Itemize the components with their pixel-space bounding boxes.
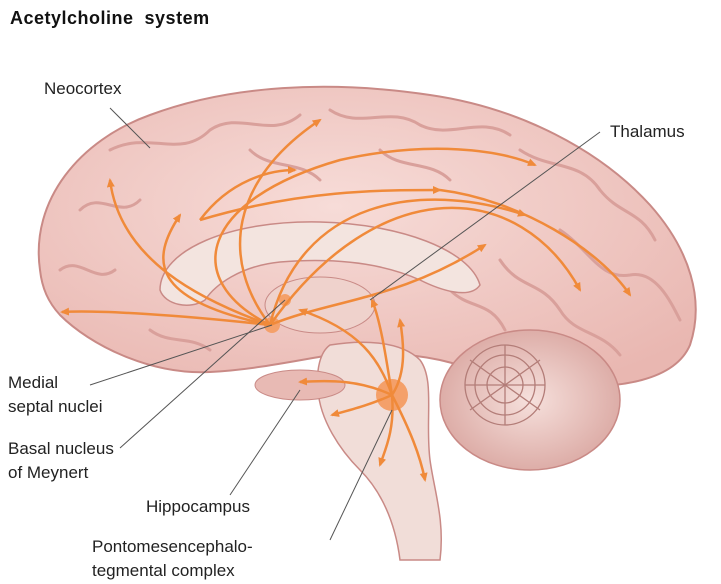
label-ppt-line2: tegmental complex (92, 560, 235, 582)
label-basal-nucleus-line1: Basal nucleus (8, 438, 114, 460)
hippocampus-region (255, 370, 345, 400)
label-basal-nucleus-line2: of Meynert (8, 462, 88, 484)
thalamus-region (265, 277, 375, 333)
label-hippocampus: Hippocampus (146, 496, 250, 518)
label-ppt-line1: Pontomesencephalo- (92, 536, 253, 558)
label-medial-septal-line2: septal nuclei (8, 396, 103, 418)
cerebellum (440, 330, 620, 470)
label-thalamus: Thalamus (610, 121, 685, 143)
cerebellum-folia (465, 345, 545, 425)
label-medial-septal-line1: Medial (8, 372, 58, 394)
label-neocortex: Neocortex (44, 78, 121, 100)
